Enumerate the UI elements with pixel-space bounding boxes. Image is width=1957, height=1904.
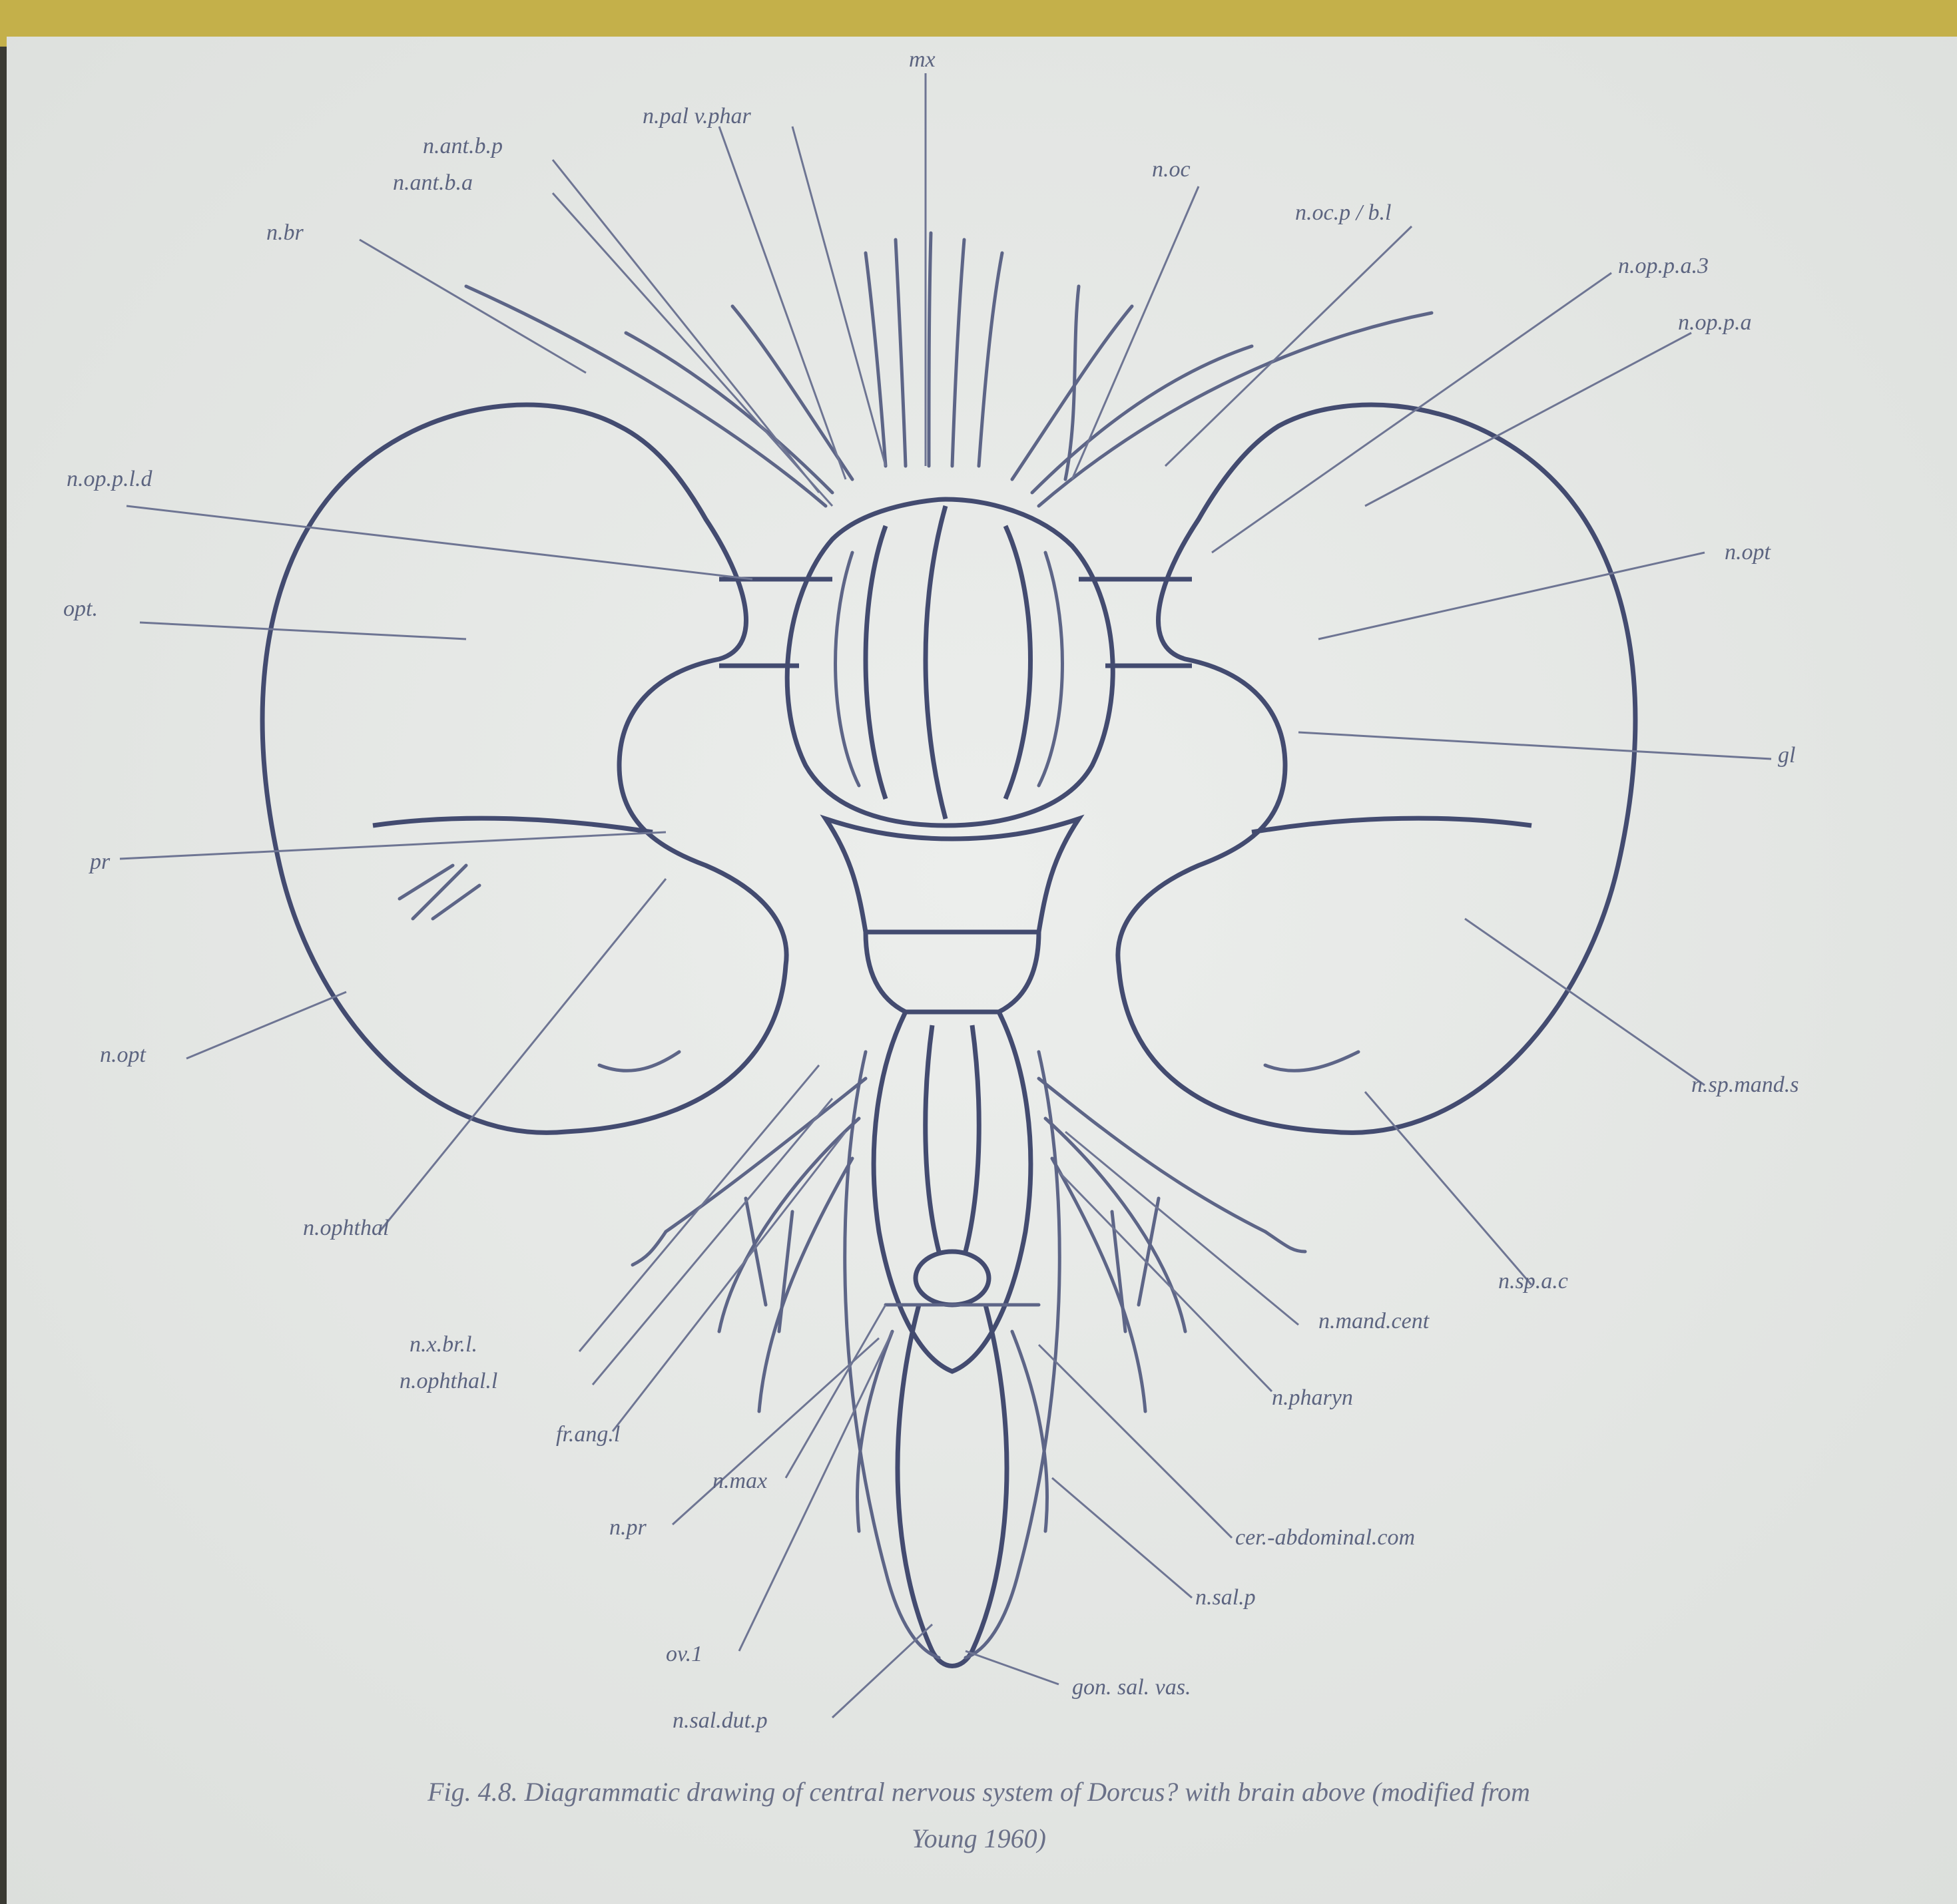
label-n-ophthal: n.ophthal: [303, 1216, 389, 1240]
label-pr: pr: [89, 849, 111, 874]
label-n-oc: n.oc: [1152, 157, 1191, 182]
label-ov-1: ov.1: [666, 1642, 702, 1666]
label-n-pal-v-phar: n.pal v.phar: [643, 104, 752, 128]
label-gl: gl: [1778, 743, 1795, 768]
figure-caption-line-2: Young 1960): [912, 1823, 1046, 1853]
label-n-pharyn: n.pharyn: [1272, 1385, 1353, 1410]
label-n-ant-bp: n.ant.b.p: [423, 134, 503, 158]
label-n-opt-left: n.opt: [100, 1043, 147, 1067]
label-gon-sal-vas: gon. sal. vas.: [1072, 1675, 1191, 1700]
label-n-oc-p-bl: n.oc.p / b.l: [1295, 200, 1391, 225]
label-n-x-br-l: n.x.br.l.: [410, 1332, 477, 1357]
label-fr-ang: fr.ang.l: [556, 1422, 620, 1447]
label-n-op-p-l-d: n.op.p.l.d: [67, 467, 152, 491]
label-cer-abdominal-com: cer.-abdominal.com: [1235, 1525, 1415, 1550]
label-n-br: n.br: [266, 220, 304, 245]
label-n-sal-p: n.sal.p: [1195, 1585, 1256, 1610]
label-n-op-p-a-3: n.op.p.a.3: [1618, 254, 1709, 278]
label-n-ant-ba: n.ant.b.a: [393, 170, 473, 195]
label-n-sal-dut-p: n.sal.dut.p: [673, 1708, 768, 1733]
label-opt: opt.: [63, 596, 98, 621]
label-n-mand-cent: n.mand.cent: [1318, 1309, 1430, 1333]
label-n-pr: n.pr: [609, 1515, 647, 1540]
label-n-ophthal-l: n.ophthal.l: [400, 1369, 497, 1393]
label-n-sp-mand: n.sp.mand.s: [1691, 1072, 1799, 1097]
label-n-opt-right: n.opt: [1725, 540, 1772, 565]
label-n-op-p-a: n.op.p.a: [1678, 310, 1752, 335]
label-n-max: n.max: [712, 1469, 767, 1493]
label-mx: mx: [909, 47, 936, 72]
figure-caption-line-1: Fig. 4.8. Diagrammatic drawing of centra…: [427, 1777, 1530, 1807]
label-n-sp-a-c: n.sp.a.c: [1498, 1269, 1568, 1294]
